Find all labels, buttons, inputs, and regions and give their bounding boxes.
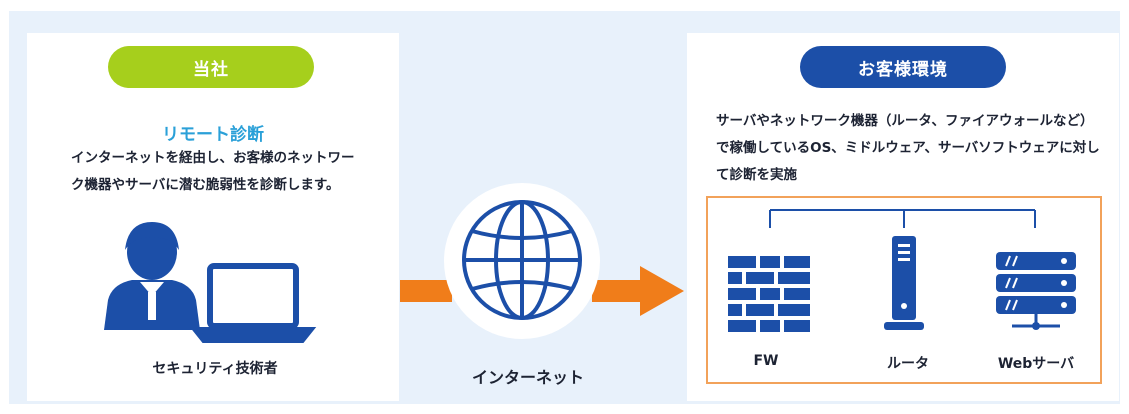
device-label-webserver: Webサーバ: [997, 356, 1075, 372]
arrow-left-segment: [400, 280, 452, 302]
device-label-router: ルータ: [887, 356, 929, 372]
globe-icon: [462, 200, 582, 320]
service-title: リモート診断: [162, 125, 264, 145]
arrow-head: [640, 266, 684, 316]
router-icon: [884, 236, 924, 330]
company-badge: 当社: [108, 46, 314, 88]
arrow-right-segment: [592, 280, 642, 302]
customer-description: サーバやネットワーク機器（ルータ、ファイアウォールなど）で稼働しているOS、ミド…: [716, 113, 1100, 183]
laptop-icon: [189, 263, 317, 343]
engineer-label: セキュリティ技術者: [152, 361, 278, 377]
firewall-icon: [728, 256, 810, 332]
security-engineer-icon: [104, 222, 200, 330]
device-connector-lines: [769, 209, 1036, 228]
device-label-fw: FW: [753, 353, 779, 369]
internet-label: インターネット: [471, 368, 584, 387]
company-description: インターネットを経由し、お客様のネットワーク機器やサーバに潜む脆弱性を診断します…: [71, 150, 355, 193]
customer-badge: お客様環境: [800, 46, 1006, 88]
server-icon: [996, 252, 1076, 330]
customer-device-box: [706, 196, 1102, 384]
